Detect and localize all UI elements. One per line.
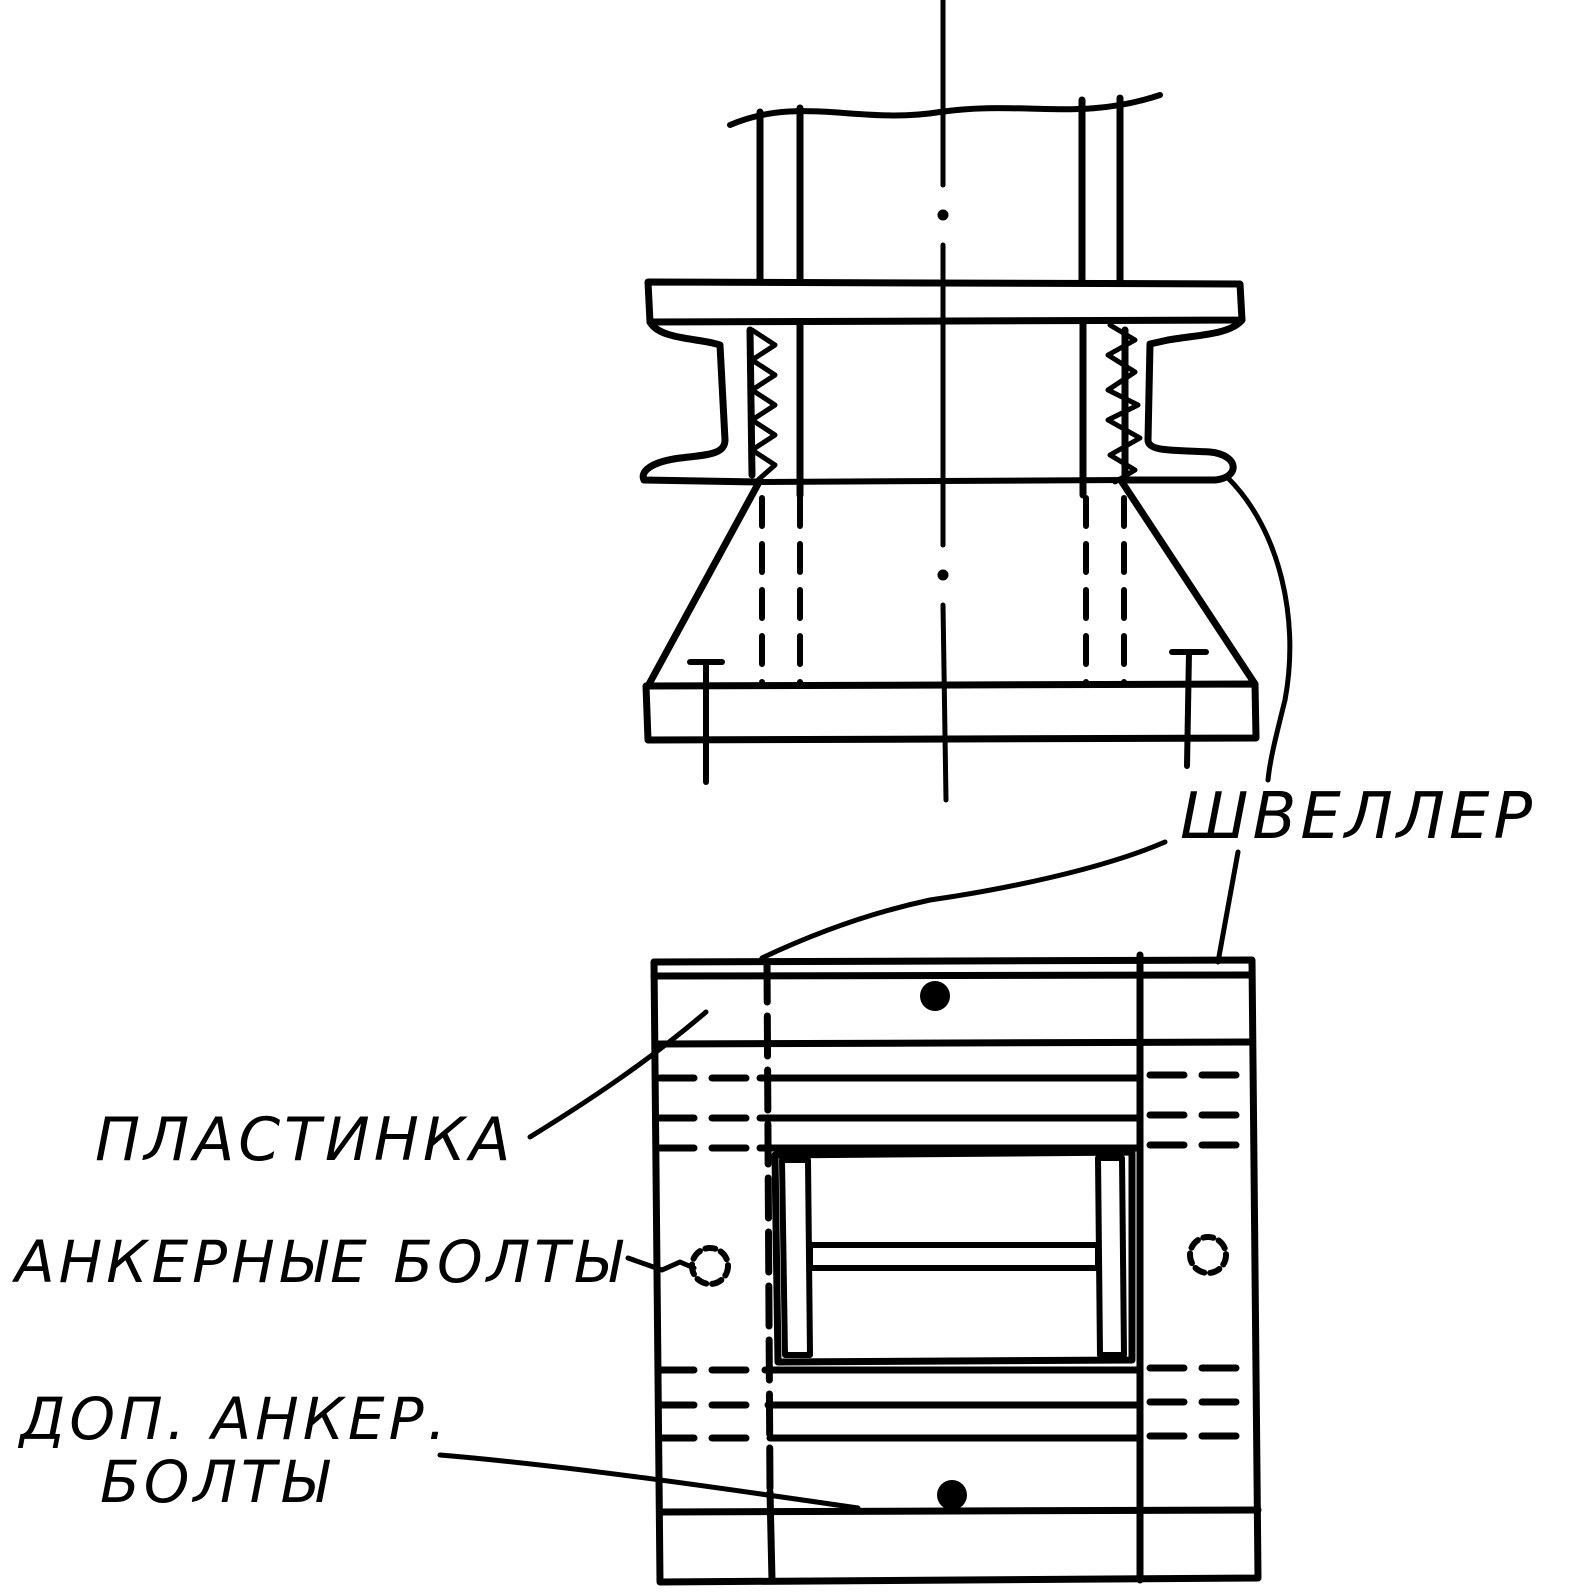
channel-left-profile [639,318,762,486]
leader-anchor-bolts [625,1255,697,1273]
anchor-bolt-elevation [687,649,1209,785]
center-axis [937,0,949,803]
channel-bottom-line [755,477,1128,485]
leader-extra-anchor-bolts [437,1452,861,1511]
extra-anchor-bolt-top [920,981,950,1011]
plan-top-dashed [656,1071,1256,1152]
hidden-column-lines [759,495,1127,687]
column-walls-inner [746,318,1129,499]
channel-right-profile [1116,316,1246,484]
plan-outline [650,956,1262,1586]
anchor-bolt-right [1187,1234,1229,1276]
plate-label: ПЛАСТИНКА [95,1105,515,1175]
base-plate [642,680,1260,744]
anchor-bolt-left [689,1245,731,1287]
column-walls [756,94,1124,286]
column-plan-left-flange [779,1157,813,1358]
extra-anchor-bolts-label-line1: ДОП. АНКЕР. [20,1385,450,1453]
extra-anchor-bolt-bottom [937,1480,967,1510]
column-plan-right-flange [1095,1155,1127,1358]
column-plan-box [771,1148,1136,1366]
column-break-line [727,92,1163,128]
leader-channel-right [1215,849,1241,965]
plan-top-lines [650,971,1256,1152]
plan-bottom-dashed [656,1364,1258,1442]
extra-anchor-bolts-label-line2: БОЛТЫ [100,1448,332,1516]
leader-channel-left [759,839,1168,961]
elevation-view [639,0,1293,803]
plan-bottom-lines [658,1366,1262,1516]
leader-channel-top [1225,475,1293,783]
weld-left [749,327,778,483]
leader-plate [527,1009,709,1140]
column-plan-web [807,1242,1101,1271]
anchor-bolts-label: АНКЕРНЫЕ БОЛТЫ [15,1228,626,1296]
plan-channel-edges [766,951,1144,1584]
channel-label: ШВЕЛЛЕР [1180,780,1537,854]
base-haunch [644,478,1259,690]
weld-right [1105,322,1143,485]
plan-view [437,839,1262,1586]
